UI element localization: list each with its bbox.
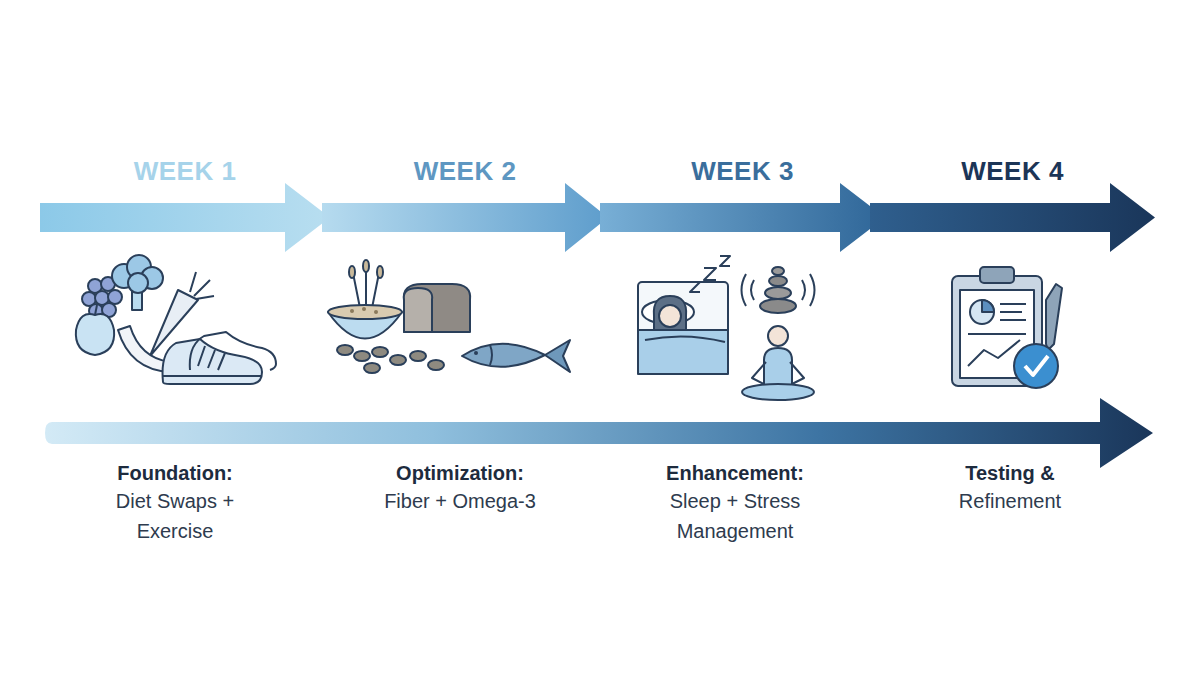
chevron-outline xyxy=(322,183,608,252)
week-label: WEEK 2 xyxy=(322,155,608,187)
week-label: WEEK 1 xyxy=(40,155,330,187)
timeline-arrow xyxy=(45,398,1153,468)
phase-description: Diet Swaps + Exercise xyxy=(90,486,260,546)
phase-description: Sleep + Stress Management xyxy=(645,486,825,546)
week-arrow: WEEK 4 xyxy=(870,155,1155,252)
clipboard-icon xyxy=(952,267,1062,388)
food-icon xyxy=(76,255,276,384)
chevron-outline xyxy=(870,183,1155,252)
week-arrow: WEEK 1 xyxy=(40,155,330,252)
week-arrow: WEEK 2 xyxy=(322,155,608,252)
phase-heading: Optimization: xyxy=(350,458,570,488)
phase-heading: Testing & xyxy=(900,458,1120,488)
phase-heading: Enhancement: xyxy=(625,458,845,488)
phase-heading: Foundation: xyxy=(75,458,275,488)
phase-description: Fiber + Omega-3 xyxy=(350,486,570,516)
phase-description: Refinement xyxy=(900,486,1120,516)
fiber-omega-icon xyxy=(328,260,570,373)
sleep-stress-icon xyxy=(638,256,815,400)
chevron-outline xyxy=(600,183,885,252)
week-label: WEEK 3 xyxy=(600,155,885,187)
week-label: WEEK 4 xyxy=(870,155,1155,187)
chevron-outline xyxy=(40,183,330,252)
week-arrow: WEEK 3 xyxy=(600,155,885,252)
